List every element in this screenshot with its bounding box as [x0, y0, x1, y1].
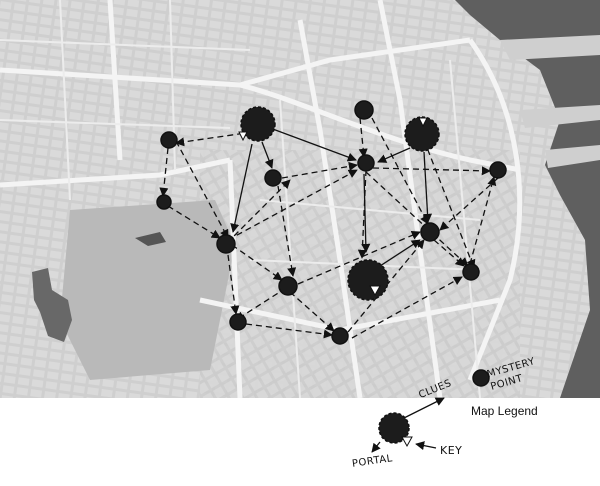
- clue-point[interactable]: [156, 194, 172, 210]
- clue-point[interactable]: [216, 234, 236, 254]
- harbor-water: [455, 0, 600, 398]
- route-connections: [159, 117, 499, 339]
- clue-point[interactable]: [331, 327, 349, 345]
- key-icon: [238, 131, 248, 142]
- clue-point[interactable]: [489, 161, 507, 179]
- map-markers: [156, 100, 507, 387]
- key-triangles: [238, 117, 428, 297]
- portal-marker[interactable]: [347, 259, 389, 301]
- mystery-point-marker[interactable]: [472, 369, 490, 387]
- legend-portal-icon: [378, 412, 410, 444]
- clue-point[interactable]: [357, 154, 375, 172]
- clue-point[interactable]: [264, 169, 282, 187]
- clue-point[interactable]: [160, 131, 178, 149]
- legend-graphic: [371, 397, 445, 453]
- portal-marker[interactable]: [240, 106, 276, 142]
- park-pond: [32, 268, 72, 342]
- clue-point[interactable]: [462, 263, 480, 281]
- key-icon: [418, 117, 428, 128]
- clue-point[interactable]: [420, 222, 440, 242]
- legend-key-icon: [401, 436, 413, 448]
- clue-point[interactable]: [278, 276, 298, 296]
- key-label: KEY: [440, 444, 463, 457]
- park: [60, 200, 235, 380]
- clue-point[interactable]: [354, 100, 374, 120]
- legend-title: Map Legend: [471, 404, 538, 418]
- clue-point[interactable]: [229, 313, 247, 331]
- key-icon: [369, 285, 381, 297]
- major-roads: [0, 0, 523, 399]
- portal-marker[interactable]: [404, 116, 440, 152]
